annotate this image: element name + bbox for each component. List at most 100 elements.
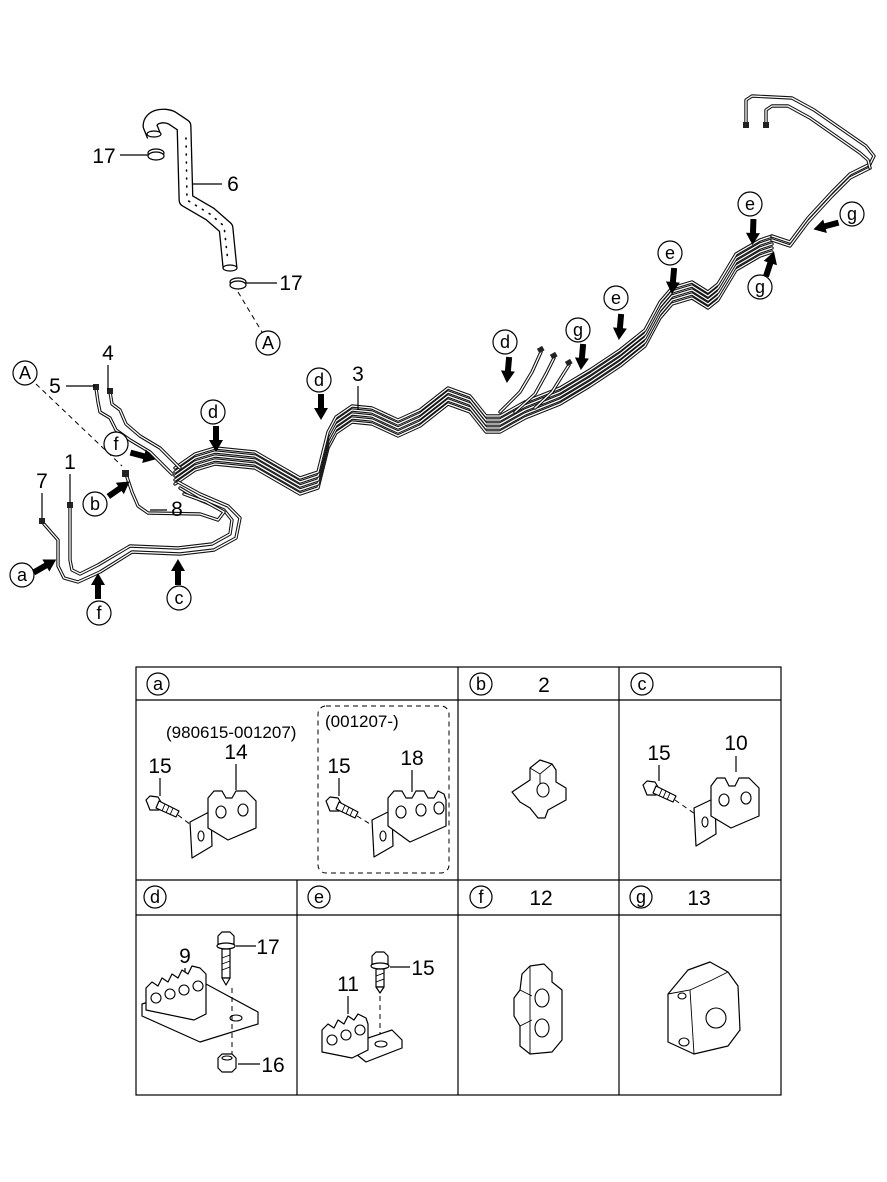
- callout-circle: [307, 885, 331, 909]
- callout-circle: [143, 885, 167, 909]
- connector-callout-a-left: A: [12, 360, 38, 386]
- clip-callout: f: [86, 573, 112, 626]
- part-label-nut: 16: [261, 1054, 284, 1077]
- part-label-clip: 12: [529, 887, 552, 910]
- clip-slot: [534, 988, 550, 1008]
- callout-circle: [200, 399, 226, 425]
- callout-letter: b: [90, 494, 100, 514]
- bolt-icon: [145, 795, 180, 818]
- tube-connector: [122, 470, 129, 477]
- tube-end-cap: [536, 345, 545, 354]
- callout-circle: [737, 191, 763, 217]
- clip-12-icon: [513, 963, 563, 1055]
- lower-loop-tubes: [39, 470, 242, 584]
- fuel-line-bundle: [173, 94, 876, 496]
- tube-5-inner: [95, 387, 173, 475]
- clip-body: [387, 790, 447, 843]
- detail-cell-e: e 15 11: [307, 885, 435, 1063]
- callout-letter: d: [500, 332, 510, 352]
- clip-body: [710, 777, 760, 829]
- clip-slot: [718, 793, 730, 807]
- part-label-clamp: 17: [92, 145, 115, 168]
- part-label-clip: 14: [224, 741, 248, 764]
- callout-letter: d: [208, 402, 218, 422]
- brake-fuel-tube-3-inner: [174, 243, 773, 487]
- brake-fuel-tube-2: [173, 238, 774, 484]
- callout-circle: [630, 672, 654, 696]
- callout-circle: [9, 562, 35, 588]
- callout-circle: [469, 885, 493, 909]
- callout-letter: f: [113, 434, 119, 454]
- cell-letter: g: [636, 887, 646, 907]
- clip-callout: e: [737, 191, 763, 245]
- clip-callout: e: [657, 240, 683, 294]
- tube-top-run-2-inner: [765, 105, 871, 169]
- part-label-bolt: 15: [327, 755, 350, 778]
- tube-8-inner: [125, 473, 225, 521]
- arrow-icon: [171, 559, 185, 585]
- clip-callout: d: [306, 367, 332, 420]
- hose-clamp-top: [147, 148, 165, 161]
- clip-18-icon: [371, 790, 447, 858]
- tube-1-inner: [69, 487, 233, 575]
- brake-fuel-tube-3: [173, 242, 774, 488]
- arrow-icon: [813, 219, 840, 234]
- clip-latch: [677, 992, 687, 1000]
- callout-letter: a: [17, 565, 28, 585]
- callout-letter: e: [665, 243, 675, 263]
- clip-slot: [433, 801, 445, 815]
- clip-callout: c: [166, 559, 192, 611]
- clip-callout: g: [565, 317, 591, 370]
- clip-callout: g: [813, 201, 865, 234]
- callout-circle: [565, 317, 591, 343]
- clip-slot: [740, 791, 752, 805]
- detail-table-grid: [135, 666, 782, 1096]
- nut-bore: [221, 1055, 233, 1061]
- part-label-clip: 11: [337, 973, 359, 996]
- part-label-clamp: 17: [279, 272, 302, 295]
- callout-circle: [255, 330, 281, 356]
- connector-callout-a-top: A: [255, 330, 281, 356]
- bolt-head: [217, 931, 235, 945]
- detail-cell-d: d 9 17: [141, 885, 285, 1077]
- hose-body: [143, 109, 237, 269]
- cell-letter: d: [150, 887, 160, 907]
- plate-hole: [701, 816, 709, 828]
- clip-callout: e: [603, 285, 629, 340]
- assembly-line: [674, 799, 699, 817]
- bracket-hole: [229, 1014, 243, 1022]
- tube-end-cap: [39, 518, 45, 524]
- callout-letter: g: [755, 277, 765, 297]
- bolt-head: [371, 951, 389, 965]
- arrow-icon: [91, 573, 105, 599]
- clip-callout: b: [82, 481, 130, 517]
- tubes-4-5: [93, 384, 182, 476]
- clip-body: [145, 965, 207, 1021]
- bolt-icon: [325, 796, 359, 819]
- bolt-icon: [216, 931, 236, 986]
- tube-top-run-1: [744, 94, 876, 166]
- bolt-thread: [221, 954, 231, 971]
- hose-clamp-bottom: [229, 277, 247, 290]
- brake-fuel-tube-2-inner: [174, 239, 773, 483]
- brake-fuel-tube-1: [173, 234, 774, 480]
- callout-circle: [747, 274, 773, 300]
- callout-letter: g: [573, 320, 583, 340]
- arrow-icon: [763, 251, 777, 278]
- callout-circle: [603, 285, 629, 311]
- clip-10-icon: [693, 777, 760, 847]
- arrow-icon: [314, 394, 328, 420]
- part-label-tube-1: 1: [64, 451, 76, 474]
- clip-slot: [395, 805, 407, 819]
- callout-letter: d: [314, 370, 324, 390]
- clip-slot: [192, 980, 204, 992]
- part-label-clip: 2: [538, 674, 550, 697]
- clamp-ring-inner: [229, 280, 247, 290]
- clip-edge: [519, 966, 533, 1054]
- fuel-line-assembly-view: 17 6 17 5 4 7 1 8 3 A A d f b: [9, 94, 876, 626]
- callout-letter: A: [262, 333, 274, 353]
- arrow-icon: [745, 218, 760, 245]
- hose-bottom-opening: [222, 264, 238, 272]
- clip-slot: [215, 805, 227, 819]
- clip-body: [207, 790, 257, 841]
